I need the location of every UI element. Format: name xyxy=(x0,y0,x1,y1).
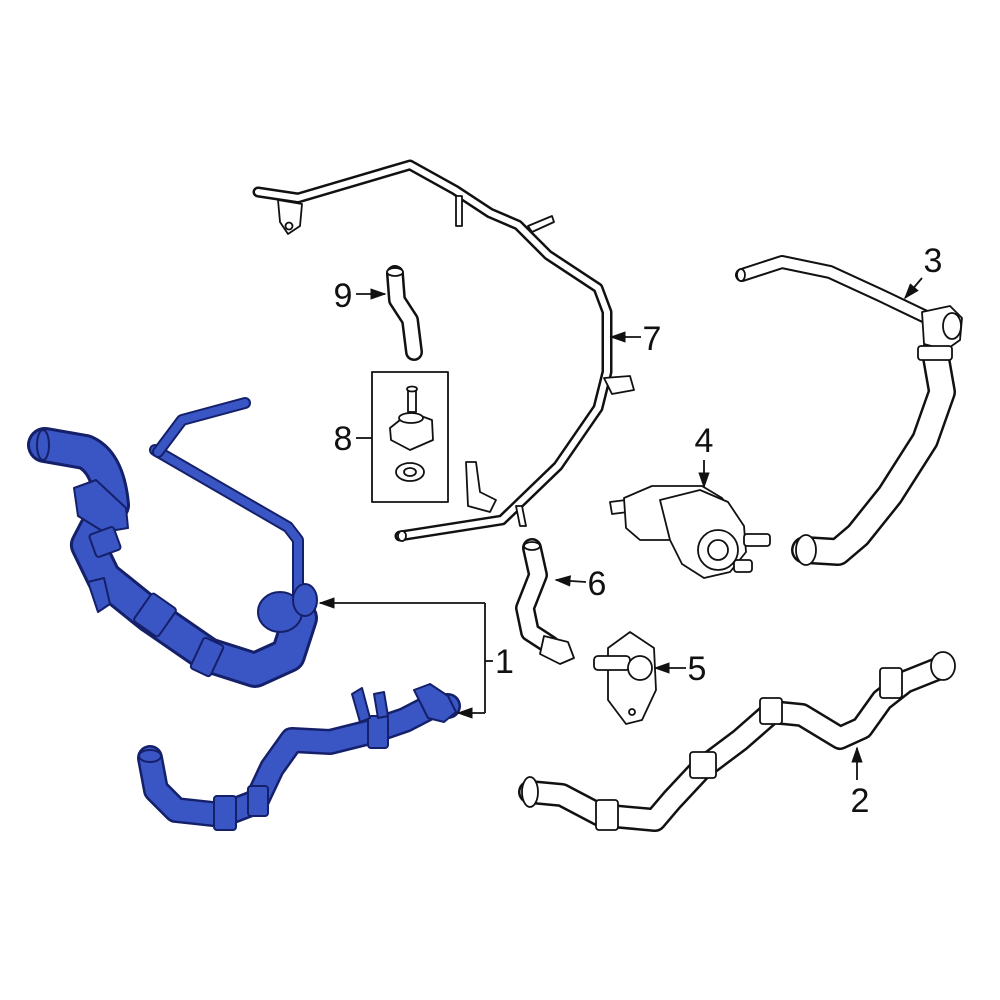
callout-number: 3 xyxy=(924,242,943,280)
callout-2: 2 xyxy=(851,746,870,820)
callout-number: 7 xyxy=(643,320,662,358)
part-1-upper-hose xyxy=(27,397,318,688)
part-5-valve xyxy=(593,631,657,725)
part-2-hose-assembly xyxy=(518,651,956,832)
pipe-clip xyxy=(603,375,635,395)
part-1-lower-hose xyxy=(137,683,461,831)
hose-clamp xyxy=(917,345,953,361)
hose-clamp xyxy=(189,636,225,678)
callout-number: 9 xyxy=(334,277,353,315)
callout-5: 5 xyxy=(653,650,707,688)
callout-3: 3 xyxy=(903,242,943,300)
hose-clamp xyxy=(88,526,122,558)
callout-number: 4 xyxy=(695,422,714,460)
callout-8: 8 xyxy=(334,420,372,458)
callout-number: 6 xyxy=(588,565,607,603)
part-8-valve-kit xyxy=(371,371,449,503)
hose-clamp xyxy=(689,751,717,779)
hose-bracket xyxy=(73,479,129,533)
callout-9: 9 xyxy=(334,277,387,315)
part-7-coolant-pipe xyxy=(252,159,635,542)
callout-6: 6 xyxy=(554,565,607,603)
hose-bracket xyxy=(87,577,111,613)
hose-clamp xyxy=(367,715,389,749)
part-9-small-hose xyxy=(386,265,423,361)
hose-clamp xyxy=(247,785,269,817)
pipe-mount-bracket xyxy=(277,199,303,235)
callout-number: 2 xyxy=(851,782,870,820)
hose-clamp xyxy=(595,799,619,831)
valve-inlet xyxy=(593,655,631,671)
part-3-hose xyxy=(735,255,963,566)
hose-clamp xyxy=(213,795,237,831)
pump-nozzle xyxy=(733,559,753,573)
hose-clamp xyxy=(879,667,903,699)
part-6-short-hose xyxy=(515,538,575,665)
hose-bracket xyxy=(373,691,389,719)
callout-1: 1 xyxy=(318,597,514,719)
callout-4: 4 xyxy=(695,422,714,489)
hose-connector xyxy=(413,683,457,723)
hose-end-fitting xyxy=(539,635,575,665)
part-4-pump xyxy=(609,485,771,579)
hose-clamp xyxy=(133,592,177,638)
callout-number: 5 xyxy=(688,650,707,688)
callout-number: 8 xyxy=(334,420,353,458)
pipe-bracket xyxy=(465,461,497,513)
callout-number: 1 xyxy=(495,643,514,681)
hose-bracket xyxy=(351,687,371,723)
callout-7: 7 xyxy=(609,320,662,358)
hose-clamp xyxy=(759,697,783,725)
